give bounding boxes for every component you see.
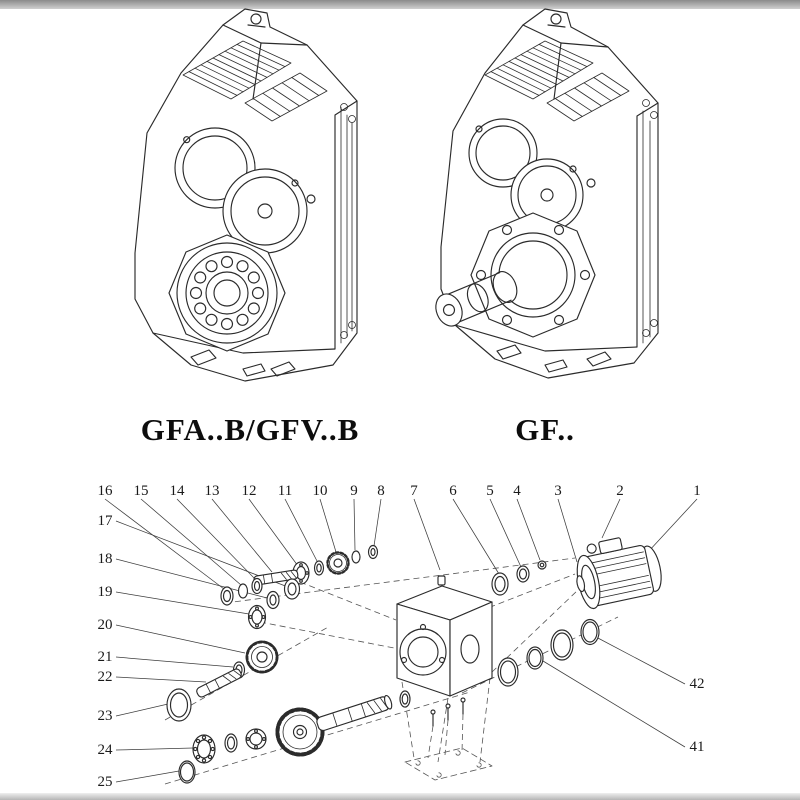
gearbox-housing-part (396, 575, 493, 697)
photo-edge-top (0, 0, 800, 9)
motor-unit-part (576, 537, 662, 610)
part-callout: 10 (313, 483, 328, 499)
callout-leader-lines (104, 498, 698, 783)
bearing-bore-covers (174, 127, 316, 254)
part-callout: 20 (98, 617, 113, 633)
part-callout: 42 (690, 676, 705, 692)
mounting-feet (190, 349, 296, 377)
mounting-feet (496, 344, 612, 373)
bearing-part-19 (247, 604, 267, 630)
part-callout: 18 (98, 551, 113, 567)
gearbox-drawing-gfab-gfvb (134, 8, 358, 382)
seal-ring-parts-41-42 (497, 618, 600, 687)
hollow-shaft-bearing (168, 234, 286, 352)
pinion-gear-part-10 (326, 551, 350, 575)
nut-part-9 (351, 550, 361, 564)
part-callout: 23 (98, 708, 113, 724)
part-callout: 22 (98, 669, 113, 685)
gear-part-20 (245, 640, 279, 674)
part-callout: 7 (410, 483, 418, 499)
housing-silhouette (134, 8, 358, 382)
pinion-shaft-part-22 (196, 668, 242, 698)
ball-bearing-part (245, 728, 267, 750)
part-callout: 14 (170, 483, 186, 499)
vent-plug-part (437, 575, 446, 586)
washer-part-14 (251, 577, 263, 595)
output-shaft-part (316, 694, 393, 732)
part-callout: 15 (134, 483, 149, 499)
washer-part-5 (516, 565, 530, 583)
lifting-eye-boss (547, 13, 566, 28)
part-callout: 25 (98, 774, 113, 790)
model-label-gf: GF.. (515, 412, 575, 447)
solid-output-shaft (435, 271, 518, 327)
washer-part-11 (313, 560, 325, 576)
plug-part-4 (537, 560, 547, 570)
bearing-bore-covers (468, 118, 596, 232)
callout-numbers: 16 15 14 13 12 11 10 9 8 7 6 5 4 3 2 1 1… (98, 483, 705, 790)
part-callout: 12 (242, 483, 257, 499)
washer-part (399, 690, 411, 708)
part-callout: 17 (98, 513, 114, 529)
part-callout: 11 (278, 483, 292, 499)
circlip-part-25 (178, 760, 196, 784)
cooling-fins (484, 40, 630, 122)
bottom-cover-plate (404, 747, 493, 781)
end-cap-part-17 (283, 578, 301, 600)
exploded-parts-diagram: 16 15 14 13 12 11 10 9 8 7 6 5 4 3 2 1 1… (98, 483, 705, 790)
model-label-gfab-gfvb: GFA..B/GFV..B (140, 412, 360, 447)
part-callout: 3 (554, 483, 562, 499)
input-shaft-part-13 (253, 569, 299, 586)
washer-part (224, 733, 238, 753)
cooling-fins (182, 40, 328, 122)
gearbox-drawing-gf (435, 8, 659, 379)
part-callout: 4 (513, 483, 521, 499)
part-callout: 9 (350, 483, 358, 499)
part-callout: 24 (98, 742, 114, 758)
output-flange (470, 212, 596, 338)
part-callout: 16 (98, 483, 114, 499)
ring-part-18 (266, 590, 280, 610)
side-flange-panel (642, 99, 658, 344)
oil-seal-part-23 (166, 688, 192, 722)
part-callout: 41 (690, 739, 705, 755)
part-callout: 13 (205, 483, 220, 499)
helical-gear-part (275, 707, 325, 757)
part-callout: 8 (377, 483, 385, 499)
part-callout: 21 (98, 649, 113, 665)
part-callout: 5 (486, 483, 494, 499)
part-callout: 2 (616, 483, 624, 499)
roller-bearing-part-24 (192, 734, 216, 764)
housing-silhouette (440, 8, 659, 379)
part-callout: 19 (98, 584, 113, 600)
cover-bolt-parts (430, 697, 466, 727)
seal-part-6 (491, 572, 509, 596)
washer-part-8 (367, 544, 379, 560)
ring-part-16 (220, 586, 234, 606)
photo-edge-bottom (0, 793, 800, 800)
side-flange-panel (340, 103, 356, 344)
motor-eyebolt-part (586, 543, 597, 554)
part-callout: 1 (693, 483, 701, 499)
lifting-eye-boss (247, 13, 266, 28)
part-callout: 6 (449, 483, 457, 499)
circlip-part-15 (237, 583, 249, 599)
